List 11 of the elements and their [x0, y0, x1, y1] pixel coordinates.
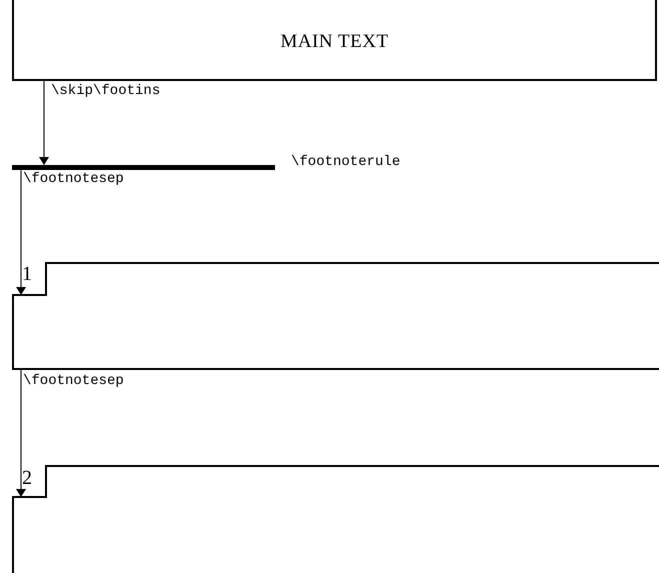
arrow: [39, 80, 49, 166]
arrow: [16, 170, 26, 296]
footnote-number: 2: [22, 468, 32, 488]
box-title: MAIN TEXT: [280, 30, 389, 52]
arrow: [16, 370, 26, 498]
edge-label: \skip\footins: [50, 84, 162, 98]
footnote-number: 1: [22, 264, 32, 284]
edge-label: \footnotesep: [22, 172, 125, 186]
edge-label: \footnotesep: [22, 374, 125, 388]
rule-label: \footnoterule: [290, 155, 402, 169]
main-text-box: [12, 0, 657, 81]
